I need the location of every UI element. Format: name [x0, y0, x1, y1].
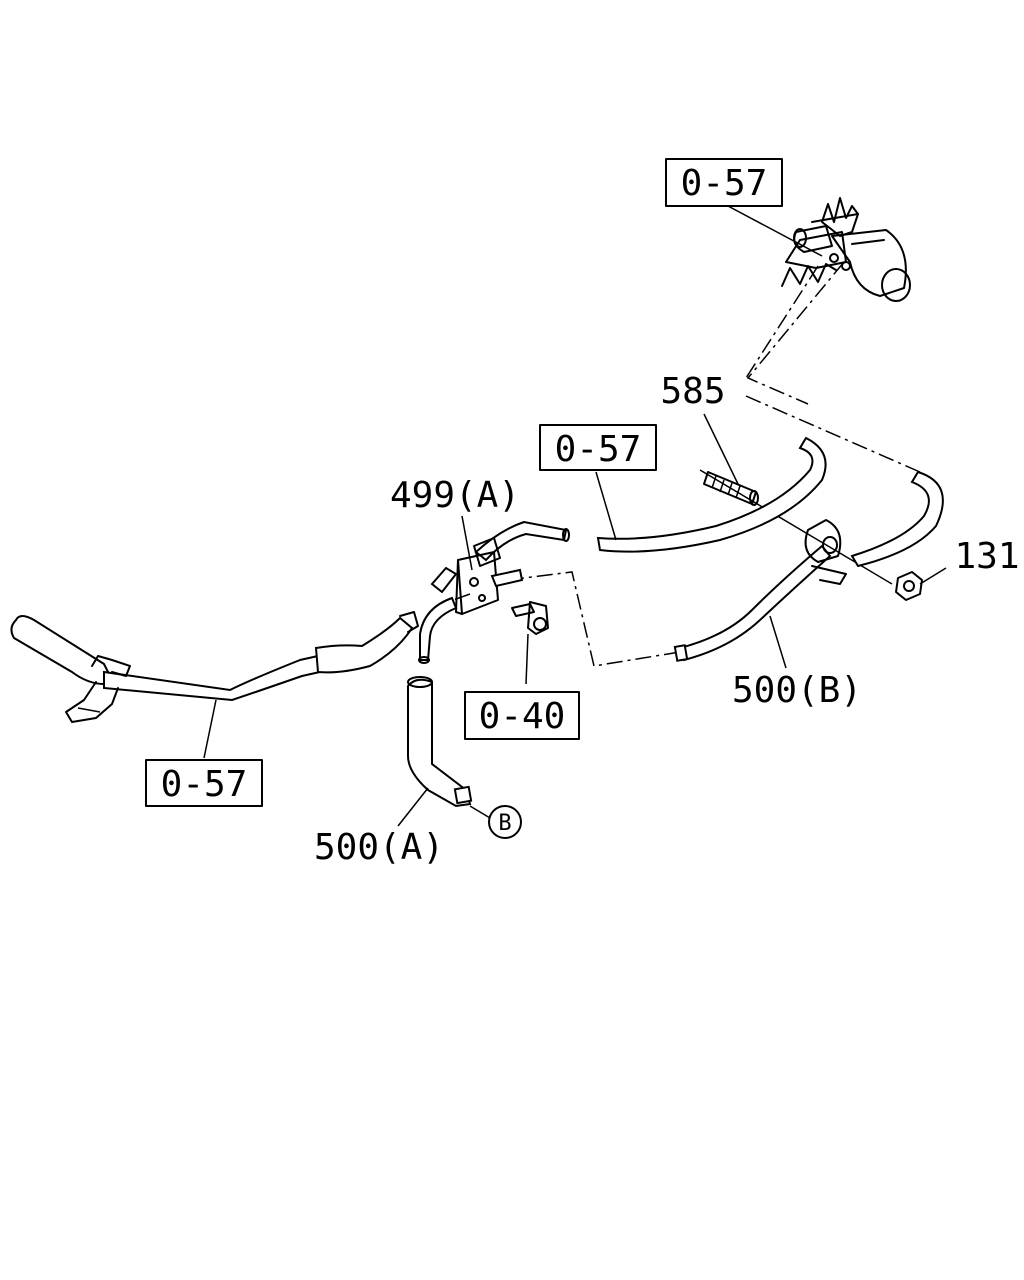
- reference-box-top: 0-57: [665, 158, 783, 207]
- part-label-585: 585: [660, 371, 725, 412]
- reference-box-mid: 0-57: [539, 424, 657, 471]
- reference-box-bolt: 0-40: [464, 691, 580, 740]
- hose-left-run: [10, 611, 419, 723]
- connector-marker-b-text: B: [498, 811, 511, 836]
- hose-500b: [673, 519, 847, 662]
- leader-lines: [203, 205, 947, 827]
- part-label-499a: 499(A): [390, 475, 520, 516]
- part-label-131: 131: [954, 536, 1019, 577]
- reference-box-bolt-text: 0-40: [479, 696, 566, 737]
- hose-right-loop: [596, 436, 944, 568]
- reference-box-left-text: 0-57: [161, 764, 248, 805]
- hose-500a: [407, 676, 473, 808]
- nut-131: [895, 571, 923, 601]
- vacuum-valve-assembly: [781, 197, 911, 302]
- reference-box-mid-text: 0-57: [555, 429, 642, 470]
- stud-585: [703, 471, 759, 506]
- part-label-500b: 500(B): [732, 670, 862, 711]
- guide-lines: [441, 261, 921, 667]
- reference-box-top-text: 0-57: [681, 163, 768, 204]
- connector-marker-b: B: [488, 805, 522, 839]
- bolt-0-40: [511, 601, 549, 635]
- part-label-500a: 500(A): [314, 827, 444, 868]
- reference-box-left: 0-57: [145, 759, 263, 807]
- bracket-499a: [418, 520, 570, 664]
